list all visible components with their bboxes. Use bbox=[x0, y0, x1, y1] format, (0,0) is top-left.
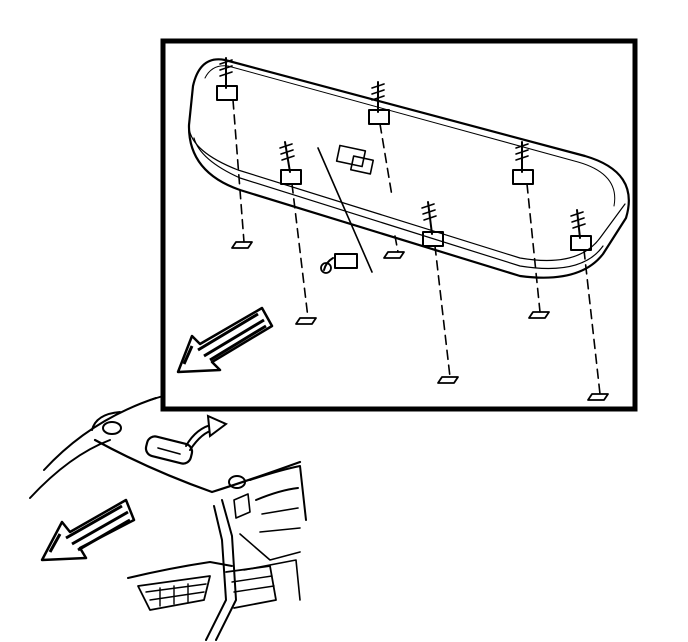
fastener bbox=[570, 209, 592, 251]
inset-frame bbox=[160, 38, 638, 412]
mount-plates bbox=[231, 241, 609, 401]
console-opening bbox=[144, 435, 194, 465]
fastener bbox=[512, 141, 534, 185]
front-direction-arrow-icon bbox=[40, 498, 136, 562]
front-direction-arrow-icon bbox=[176, 306, 274, 374]
overview-view bbox=[29, 397, 307, 641]
alignment-lines bbox=[232, 99, 601, 395]
detail-inset bbox=[160, 38, 638, 412]
fastener bbox=[368, 81, 390, 125]
fastener bbox=[216, 57, 238, 101]
removal-direction-arrow-icon bbox=[185, 414, 228, 451]
callout-leader bbox=[149, 395, 164, 401]
fastener bbox=[421, 201, 444, 247]
roof-console-panel bbox=[187, 58, 630, 279]
fastener bbox=[320, 253, 358, 274]
fastener bbox=[279, 141, 302, 185]
